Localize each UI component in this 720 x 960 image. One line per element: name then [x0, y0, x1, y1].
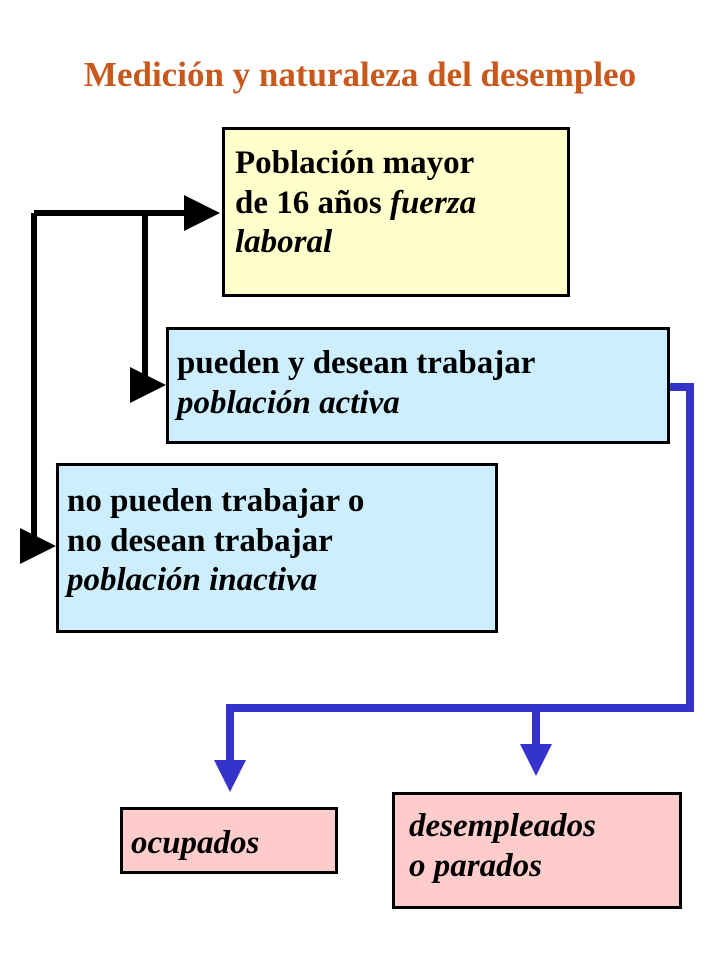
population-age-text: de 16 años — [235, 184, 390, 221]
inactive-line-3: población inactiva — [67, 562, 318, 599]
inactive-population-box: no pueden trabajar o no desean trabajar … — [56, 463, 498, 633]
inactive-line-2: no desean trabajar — [67, 522, 333, 559]
diagram-title: Medición y naturaleza del desempleo — [83, 55, 637, 94]
active-line-2: población activa — [177, 384, 400, 421]
connector-to-employed — [214, 704, 536, 792]
unemployed-line-2: o parados — [409, 847, 542, 884]
population-line-2: de 16 años fuerza — [235, 184, 567, 224]
population-line-1: Población mayor — [235, 145, 475, 181]
connector-to-inactive — [20, 213, 56, 564]
connector-to-active — [130, 213, 166, 403]
employed-line-1: ocupados — [131, 825, 260, 861]
population-box: Población mayor de 16 años fuerza labora… — [222, 127, 570, 297]
unemployed-box: desempleados o parados — [392, 792, 682, 909]
population-line-3: laboral — [235, 224, 333, 261]
black-connector — [20, 195, 220, 564]
active-line-1: pueden y desean trabajar — [177, 345, 536, 381]
employed-box: ocupados — [120, 807, 338, 874]
active-population-box: pueden y desean trabajar población activ… — [166, 327, 670, 444]
population-fuerza-text: fuerza — [389, 184, 477, 221]
blue-connector — [214, 383, 694, 792]
connector-from-active — [536, 383, 694, 712]
unemployed-line-1: desempleados — [409, 808, 596, 844]
inactive-line-1: no pueden trabajar o — [67, 483, 365, 519]
